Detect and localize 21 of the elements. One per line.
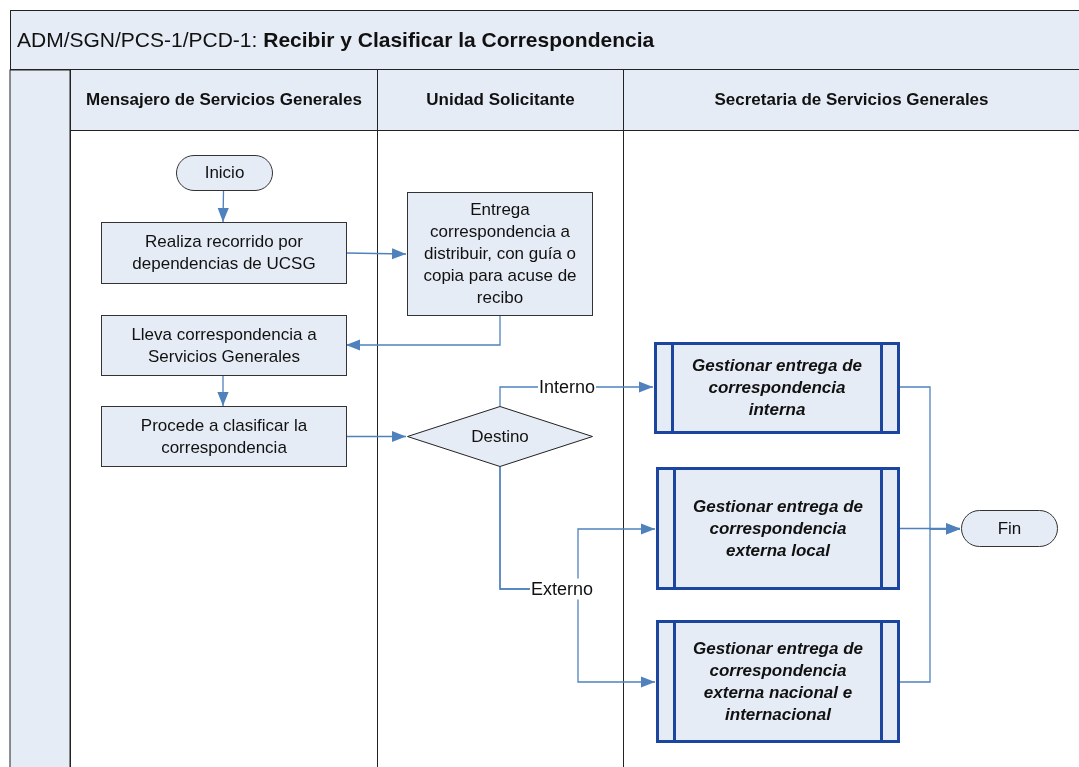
connector-arrow	[345, 430, 407, 443]
process-box: Entrega correspondencia a distribuir, con guía o copia para acuse de recibo	[407, 192, 593, 316]
decision-diamond: Destino	[407, 406, 593, 467]
connector-arrow	[217, 375, 229, 407]
subprocess-box: Gestionar entrega de correspondencia interna	[654, 342, 900, 434]
terminator-box: Inicio	[176, 155, 273, 191]
lane-header: Unidad Solicitante	[378, 70, 623, 131]
connector-arrow	[898, 523, 961, 683]
edge-label: Externo	[530, 578, 594, 600]
process-box: Procede a clasificar la correspondencia	[101, 406, 347, 467]
connector-arrow	[217, 190, 229, 223]
connector-arrow	[345, 248, 407, 260]
lane-header: Secretaria de Servicios Generales	[624, 70, 1079, 131]
diagram-title: ADM/SGN/PCS-1/PCD-1: Recibir y Clasificar la Correspondencia	[10, 10, 1079, 70]
lane-header: Mensajero de Servicios Generales	[71, 70, 377, 131]
terminator-box: Fin	[961, 510, 1058, 547]
subprocess-box: Gestionar entrega de correspondencia externa local	[656, 467, 900, 590]
connector-arrow	[345, 315, 501, 351]
process-box: Realiza recorrido por dependencias de UCSG	[101, 222, 347, 284]
subprocess-box: Gestionar entrega de correspondencia externa nacional e internacional	[656, 620, 900, 743]
process-box: Lleva correspondencia a Servicios Generales	[101, 315, 347, 376]
